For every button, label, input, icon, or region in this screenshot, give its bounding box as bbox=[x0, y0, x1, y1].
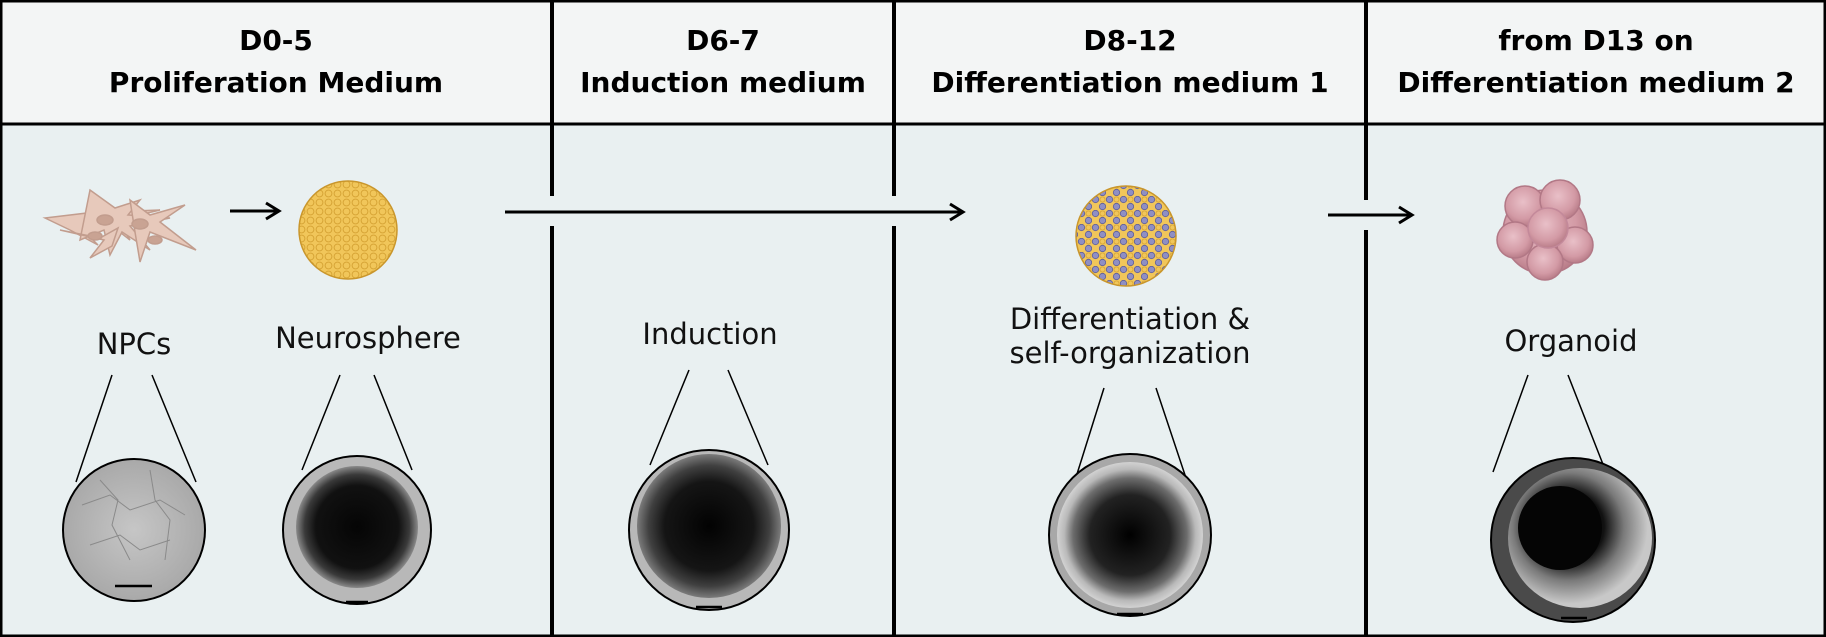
column-4-medium: Differentiation medium 2 bbox=[1397, 66, 1795, 99]
label-organoid: Organoid bbox=[1504, 324, 1638, 358]
zoom-line bbox=[75, 374, 113, 483]
label-neurosphere: Neurosphere bbox=[275, 321, 461, 355]
label-npcs: NPCs bbox=[96, 327, 172, 361]
neurosphere-micrograph bbox=[282, 455, 432, 605]
zoom-line bbox=[1567, 374, 1607, 473]
arrow-icon-1 bbox=[230, 201, 282, 221]
column-3-medium: Differentiation medium 1 bbox=[931, 66, 1329, 99]
column-4-day: from D13 on bbox=[1498, 24, 1694, 57]
column-2-medium: Induction medium bbox=[580, 66, 866, 99]
induction-micrograph bbox=[628, 449, 790, 611]
npc-cells-icon bbox=[42, 188, 197, 263]
arrow-icon-2 bbox=[505, 202, 966, 222]
zoom-line bbox=[1492, 374, 1529, 473]
label-differentiation-line1: Differentiation & bbox=[1009, 302, 1251, 336]
column-1-header: D0-5 Proliferation Medium bbox=[0, 0, 552, 124]
npc-micrograph bbox=[62, 458, 206, 602]
zoom-line bbox=[649, 369, 690, 466]
differentiating-sphere-icon bbox=[1075, 185, 1177, 287]
zoom-line bbox=[727, 369, 769, 466]
neurosphere-icon bbox=[298, 180, 398, 280]
zoom-line bbox=[1155, 387, 1191, 491]
column-1-day: D0-5 bbox=[239, 24, 313, 57]
differentiation-micrograph bbox=[1048, 453, 1212, 617]
column-1-medium: Proliferation Medium bbox=[108, 66, 444, 99]
label-differentiation-line2: self-organization bbox=[1009, 336, 1251, 370]
zoom-line bbox=[301, 374, 341, 471]
column-3-header: D8-12 Differentiation medium 1 bbox=[894, 0, 1366, 124]
organoid-icon bbox=[1496, 179, 1594, 281]
zoom-line bbox=[151, 374, 197, 483]
column-2-header: D6-7 Induction medium bbox=[552, 0, 894, 124]
column-3-day: D8-12 bbox=[1083, 24, 1177, 57]
arrow-icon-3 bbox=[1328, 205, 1415, 225]
organoid-micrograph bbox=[1490, 457, 1656, 623]
column-4-header: from D13 on Differentiation medium 2 bbox=[1366, 0, 1826, 124]
column-2-day: D6-7 bbox=[686, 24, 760, 57]
label-induction: Induction bbox=[642, 317, 778, 351]
zoom-line bbox=[373, 374, 413, 471]
